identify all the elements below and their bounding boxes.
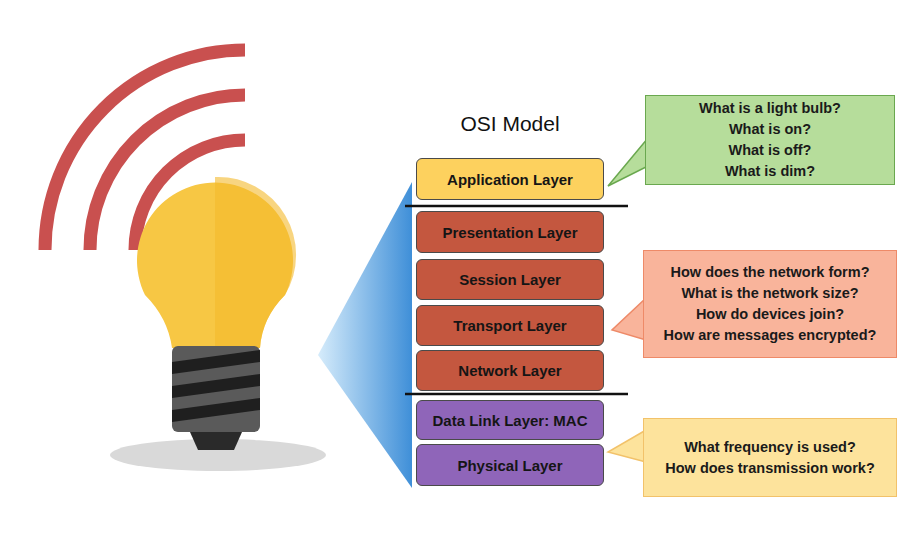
node-text: Session Layer — [459, 271, 561, 288]
group-separator — [405, 393, 628, 396]
node-text: Network Layer — [458, 362, 561, 379]
node-text: Physical Layer — [457, 457, 562, 474]
base-thread — [172, 350, 260, 374]
group-separator — [405, 205, 628, 208]
layer-box: Physical Layer — [416, 444, 604, 486]
callout-box: How does the network form?What is the ne… — [643, 250, 897, 358]
layer-box: Transport Layer — [416, 305, 604, 346]
node-text: Transport Layer — [453, 317, 566, 334]
layer-box: Application Layer — [416, 158, 604, 200]
node-text: How does transmission work? — [665, 458, 875, 479]
callout-tail — [612, 298, 646, 340]
base-thread — [172, 398, 260, 422]
node-text: What is dim? — [725, 161, 815, 182]
callout-box: What frequency is used?How does transmis… — [643, 418, 897, 497]
node-text: What is a light bulb? — [699, 98, 841, 119]
layer-box: Data Link Layer: MAC — [416, 400, 604, 440]
callout-box: What is a light bulb?What is on?What is … — [645, 95, 895, 185]
layer-box: Network Layer — [416, 350, 604, 391]
zoom-wedge — [318, 182, 412, 488]
node-text: What is the network size? — [681, 283, 858, 304]
bulb-shade — [215, 177, 296, 348]
callout-tail — [608, 138, 648, 186]
layer-box: Session Layer — [416, 259, 604, 300]
node-text: How are messages encrypted? — [664, 325, 877, 346]
callout-tail — [608, 430, 646, 462]
bulb-base — [172, 346, 260, 432]
layer-box: Presentation Layer — [416, 211, 604, 253]
node-text: What is off? — [729, 140, 812, 161]
node-text: Data Link Layer: MAC — [432, 412, 587, 429]
node-text: What frequency is used? — [684, 437, 856, 458]
node-text: How do devices join? — [696, 304, 844, 325]
node-text: Presentation Layer — [442, 224, 577, 241]
base-thread — [172, 374, 260, 398]
bulb-tip — [190, 432, 242, 450]
node-text: How does the network form? — [671, 262, 870, 283]
diagram-title: OSI Model — [410, 112, 610, 136]
node-text: What is on? — [729, 119, 811, 140]
node-text: Application Layer — [447, 171, 573, 188]
